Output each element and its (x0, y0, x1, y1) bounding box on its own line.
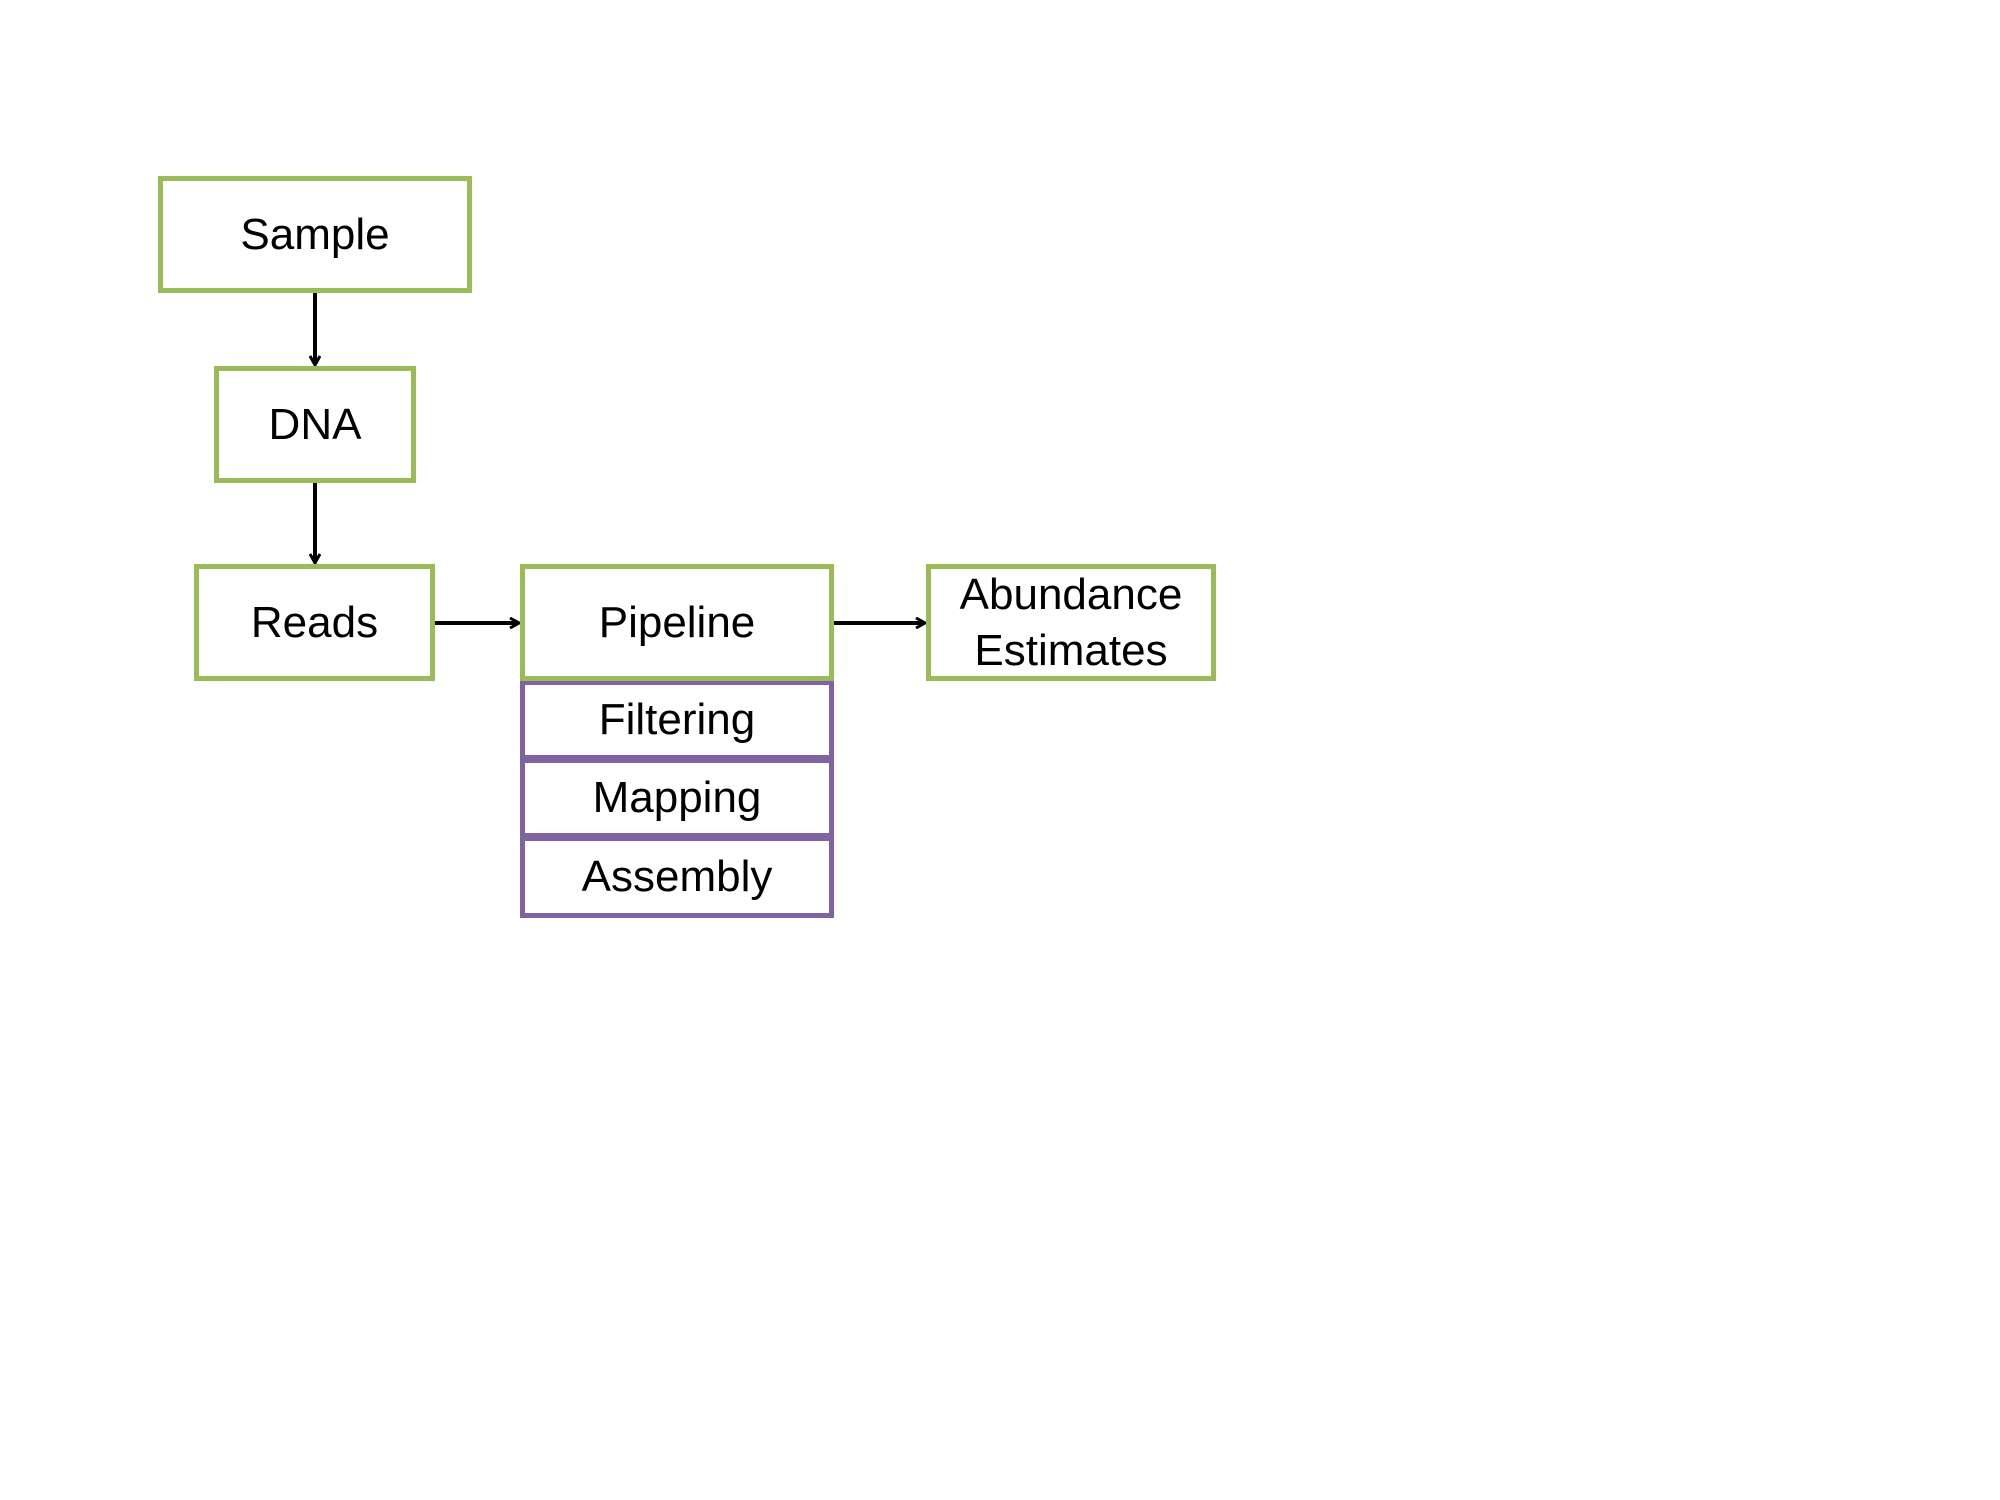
dna-node: DNA (214, 366, 416, 483)
reads-node: Reads (194, 564, 435, 681)
assembly-step: Assembly (520, 836, 834, 918)
sample-node: Sample (158, 176, 472, 293)
pipeline-label: Pipeline (598, 597, 756, 647)
mapping-label: Mapping (592, 773, 762, 822)
assembly-label: Assembly (581, 852, 773, 901)
reads-label: Reads (250, 597, 379, 647)
filtering-label: Filtering (598, 695, 756, 744)
pipeline-node: Pipeline (520, 564, 834, 681)
filtering-step: Filtering (520, 680, 834, 760)
abundance-label-line1: Abundance (959, 569, 1183, 619)
dna-label: DNA (268, 399, 362, 449)
abundance-label-line2: Estimates (974, 625, 1168, 675)
mapping-step: Mapping (520, 758, 834, 838)
sample-label: Sample (240, 209, 390, 259)
abundance-estimates-node: Abundance Estimates (926, 564, 1216, 681)
